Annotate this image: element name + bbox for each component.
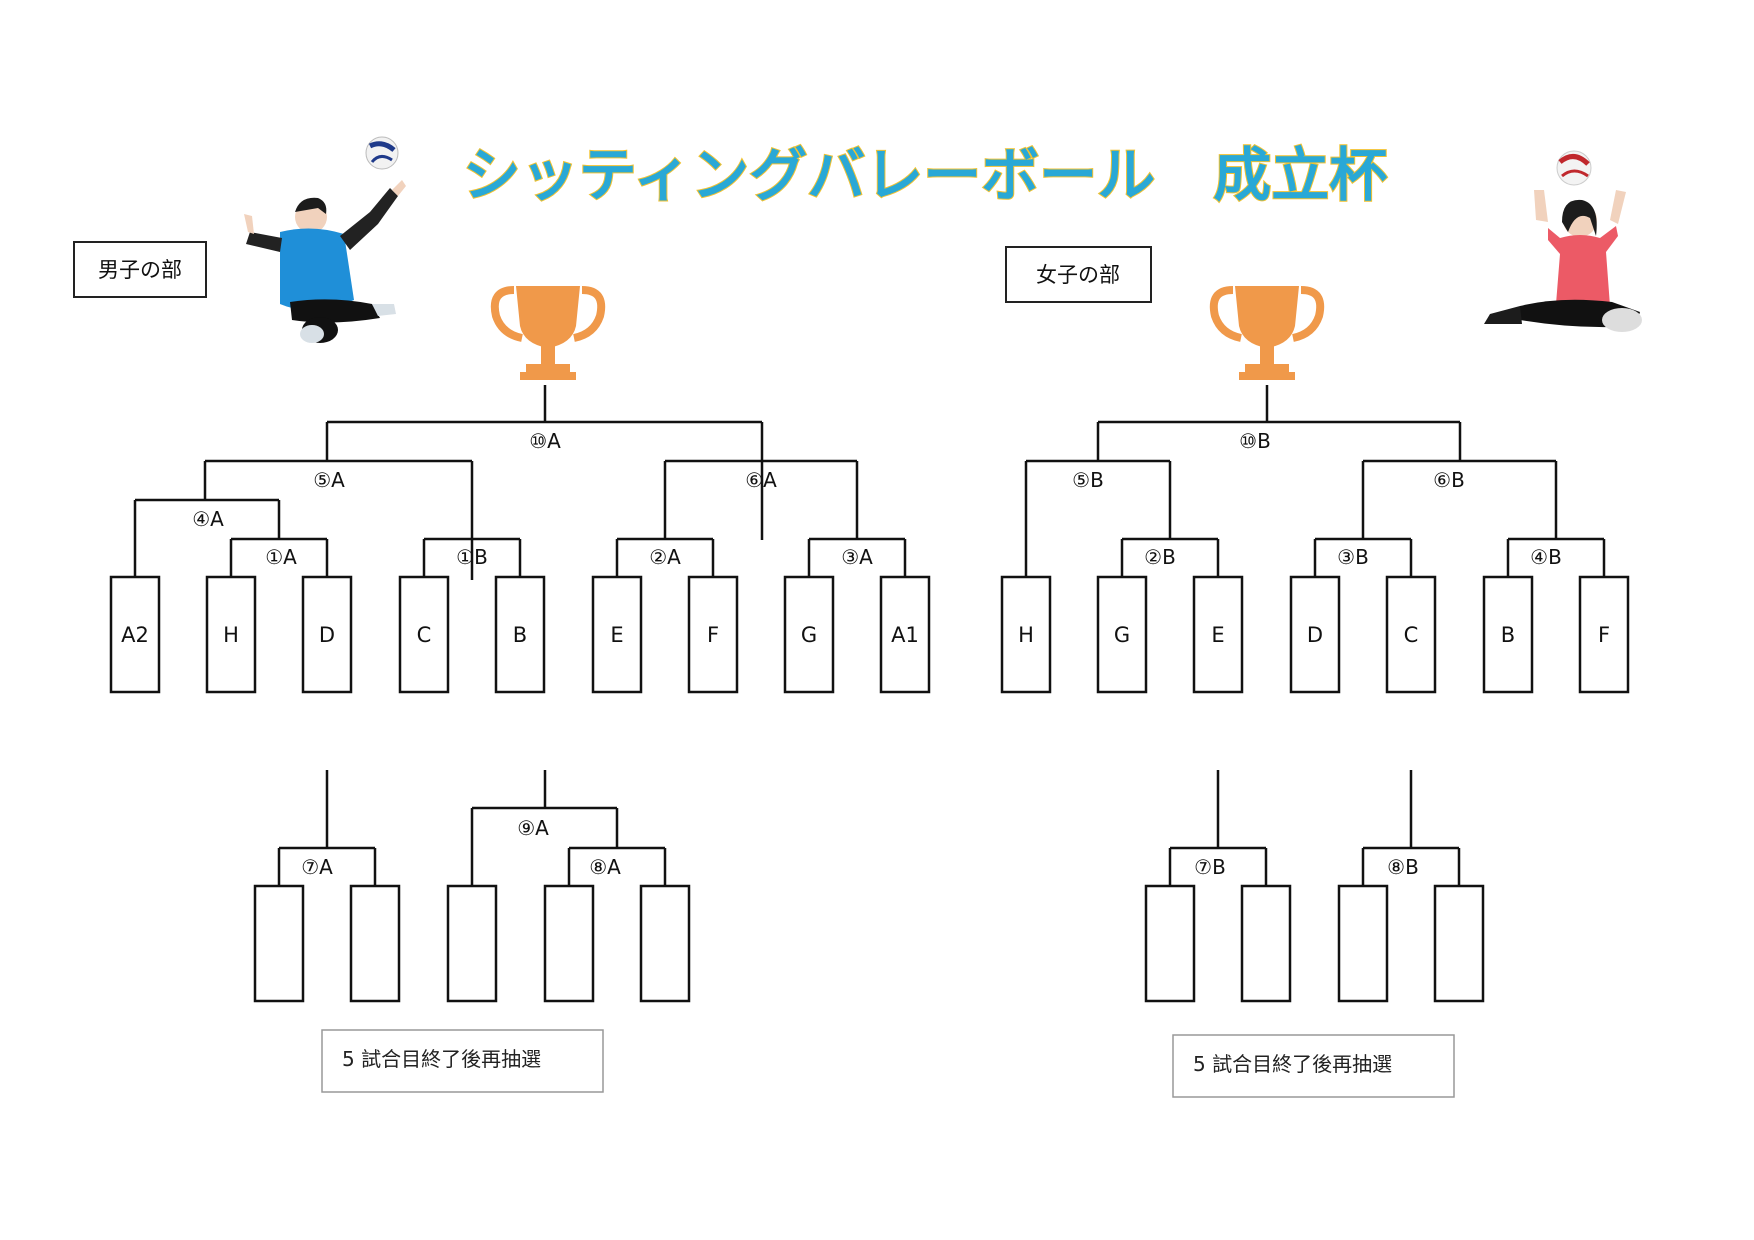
volleyball-icon	[1556, 150, 1592, 186]
women-bracket-labels: ⑩B ⑤B ⑥B ②B ③B ④B ⑦B ⑧B	[1072, 429, 1562, 879]
team-slot: E	[1192, 575, 1244, 694]
trophy-icon	[490, 286, 606, 380]
match-label: ⑤B	[1072, 468, 1104, 492]
team-slot: G	[1096, 575, 1148, 694]
men-bracket-lines	[133, 385, 907, 886]
empty-team-slot	[446, 884, 498, 1003]
women-redraw-slots	[1144, 884, 1485, 1003]
note-text: 5 試合目終了後再抽選	[1193, 1052, 1392, 1076]
men-section-label: 男子の部	[73, 241, 207, 298]
women-team-boxes: H G E D C B F	[1000, 575, 1630, 694]
match-label: ④B	[1530, 545, 1562, 569]
team-name: A1	[891, 623, 919, 647]
empty-team-slot	[1433, 884, 1485, 1003]
team-slot: E	[591, 575, 643, 694]
team-name: F	[707, 623, 719, 647]
team-slot: F	[1578, 575, 1630, 694]
team-name: E	[610, 623, 623, 647]
team-name: D	[319, 623, 335, 647]
team-name: F	[1598, 623, 1610, 647]
men-team-boxes: A2 H D C B E F G A1	[109, 575, 931, 694]
team-name: D	[1307, 623, 1323, 647]
match-label: ②B	[1144, 545, 1176, 569]
men-redraw-slots	[253, 884, 691, 1003]
match-label: ④A	[192, 507, 224, 531]
team-slot: A2	[109, 575, 161, 694]
empty-team-slot	[253, 884, 305, 1003]
empty-team-slot	[1337, 884, 1389, 1003]
note-text: 5 試合目終了後再抽選	[342, 1047, 541, 1071]
team-name: C	[417, 623, 432, 647]
empty-team-slot	[349, 884, 401, 1003]
match-label: ⑦A	[301, 855, 333, 879]
team-slot: F	[687, 575, 739, 694]
men-redraw-note: 5 試合目終了後再抽選	[321, 1029, 604, 1093]
team-slot: H	[1000, 575, 1052, 694]
match-label: ⑥B	[1433, 468, 1465, 492]
women-player-figure	[1484, 150, 1642, 332]
team-name: H	[223, 623, 239, 647]
match-label: ⑦B	[1194, 855, 1226, 879]
team-name: B	[1501, 623, 1515, 647]
team-slot: A1	[879, 575, 931, 694]
match-label: ⑨A	[517, 816, 549, 840]
women-label-text: 女子の部	[1036, 263, 1120, 287]
empty-team-slot	[1144, 884, 1196, 1003]
match-label: ③A	[841, 545, 873, 569]
page-title: シッティングバレーボール 成立杯	[463, 141, 1388, 209]
men-player-figure	[244, 136, 406, 343]
women-bracket-lines	[1024, 385, 1606, 886]
match-label: ①B	[456, 545, 488, 569]
match-label: ①A	[265, 545, 297, 569]
team-name: B	[513, 623, 527, 647]
women-redraw-note: 5 試合目終了後再抽選	[1172, 1034, 1455, 1098]
match-label: ⑩A	[529, 429, 561, 453]
team-name: C	[1404, 623, 1419, 647]
team-slot: G	[783, 575, 835, 694]
trophy-icon	[1209, 286, 1325, 380]
men-bracket-labels: ⑩A ⑤A ⑥A ④A ①A ①B ②A ③A ⑦A ⑨A ⑧A	[192, 429, 873, 879]
match-label: ③B	[1337, 545, 1369, 569]
match-label: ⑩B	[1239, 429, 1271, 453]
match-label: ⑥A	[745, 468, 777, 492]
match-label: ⑤A	[313, 468, 345, 492]
match-label: ②A	[649, 545, 681, 569]
team-name: G	[801, 623, 817, 647]
team-slot: D	[1289, 575, 1341, 694]
team-slot: C	[1385, 575, 1437, 694]
team-slot: C	[398, 575, 450, 694]
team-slot: D	[301, 575, 353, 694]
men-label-text: 男子の部	[98, 258, 182, 282]
women-section-label: 女子の部	[1005, 246, 1152, 303]
team-slot: B	[494, 575, 546, 694]
team-name: G	[1114, 623, 1130, 647]
match-label: ⑧B	[1387, 855, 1419, 879]
team-slot: H	[205, 575, 257, 694]
empty-team-slot	[543, 884, 595, 1003]
team-name: H	[1018, 623, 1034, 647]
volleyball-icon	[365, 136, 399, 170]
team-slot: B	[1482, 575, 1534, 694]
empty-team-slot	[1240, 884, 1292, 1003]
empty-team-slot	[639, 884, 691, 1003]
match-label: ⑧A	[589, 855, 621, 879]
team-name: A2	[121, 623, 149, 647]
team-name: E	[1211, 623, 1224, 647]
